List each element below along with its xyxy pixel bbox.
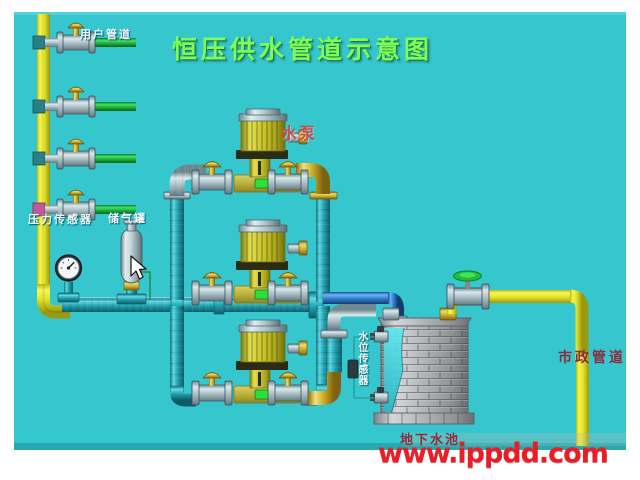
image-artifact-band: [14, 433, 626, 450]
user-branch-valve-1[interactable]: [32, 22, 136, 54]
top-pump-suction-elbow: [169, 164, 206, 196]
water-level-sensor-lower[interactable]: [354, 387, 389, 404]
mouse-pointer-icon: [130, 255, 147, 280]
top-pump-discharge-elbow: [296, 163, 330, 194]
label-water-level-sensor: 水位传感器: [356, 331, 367, 386]
watermark-url: www.ippdd.com: [378, 438, 609, 469]
pump-middle-outlet-valve[interactable]: [267, 272, 309, 306]
user-branch-valve-3[interactable]: [32, 138, 136, 170]
left-pump-header-riser: [163, 191, 191, 300]
right-header-riser: [309, 191, 338, 302]
pool-suction-line: [308, 303, 376, 405]
pump-middle-inlet-valve[interactable]: [191, 272, 233, 306]
pump-top-outlet-valve[interactable]: [267, 161, 309, 195]
water-pump-bottom[interactable]: [233, 319, 308, 404]
municipal-inlet-valve[interactable]: [446, 270, 490, 310]
pump-top-inlet-valve[interactable]: [191, 161, 233, 195]
pump-bottom-outlet-valve[interactable]: [267, 372, 309, 406]
user-branch-valve-2[interactable]: [32, 86, 136, 118]
pressure-sensor-gauge[interactable]: [54, 254, 83, 303]
level-sensor-wiring: [347, 337, 359, 398]
underground-water-pool[interactable]: [373, 307, 475, 425]
pump-bottom-inlet-valve[interactable]: [191, 372, 233, 406]
water-level-sensor-upper[interactable]: [354, 326, 389, 343]
user-branch-valve-4[interactable]: [32, 189, 136, 221]
